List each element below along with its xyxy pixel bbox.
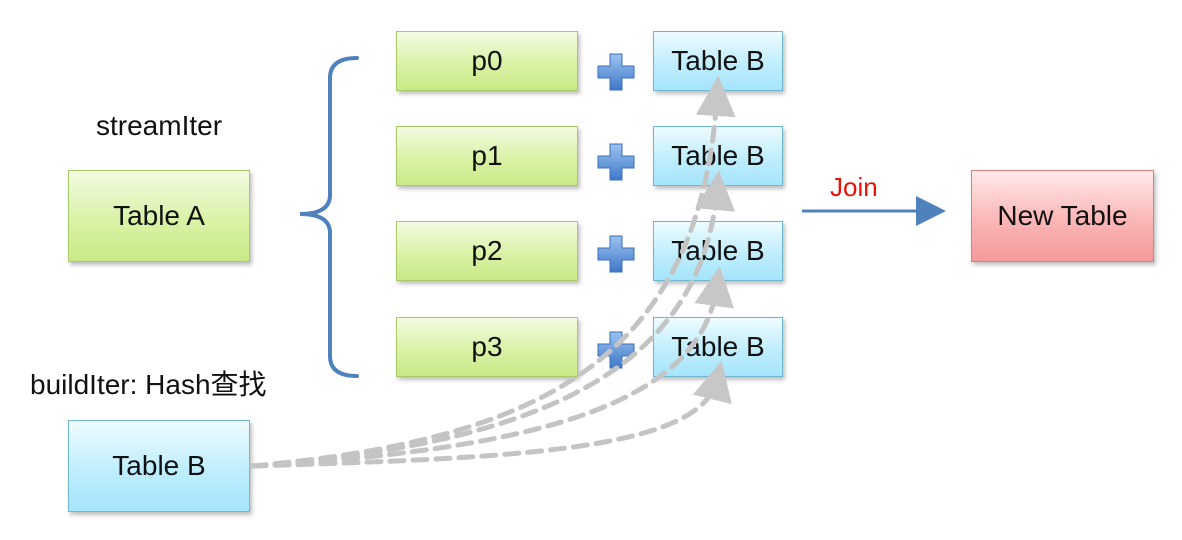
build-iter-label: buildIter: Hash查找 [30,369,267,400]
partition-p0-box: p0 [396,31,578,91]
plus-icon [597,143,635,181]
plus-icon [597,235,635,273]
partition-p2-box: p2 [396,221,578,281]
plus-icon [597,331,635,369]
table-b-copy-3: Table B [653,317,783,377]
partition-p3-box: p3 [396,317,578,377]
join-label: Join [830,172,878,202]
table-b-copy-2: Table B [653,221,783,281]
partition-p1-box: p1 [396,126,578,186]
new-table-box: New Table [971,170,1154,262]
stream-iter-label: streamIter [96,110,223,141]
table-a-box: Table A [68,170,250,262]
partition-brace [299,56,359,378]
table-b-copy-0: Table B [653,31,783,91]
plus-icon [597,53,635,91]
table-b-copy-1: Table B [653,126,783,186]
hash-lookup-line-3 [249,360,732,469]
table-b-build-box: Table B [68,420,250,512]
